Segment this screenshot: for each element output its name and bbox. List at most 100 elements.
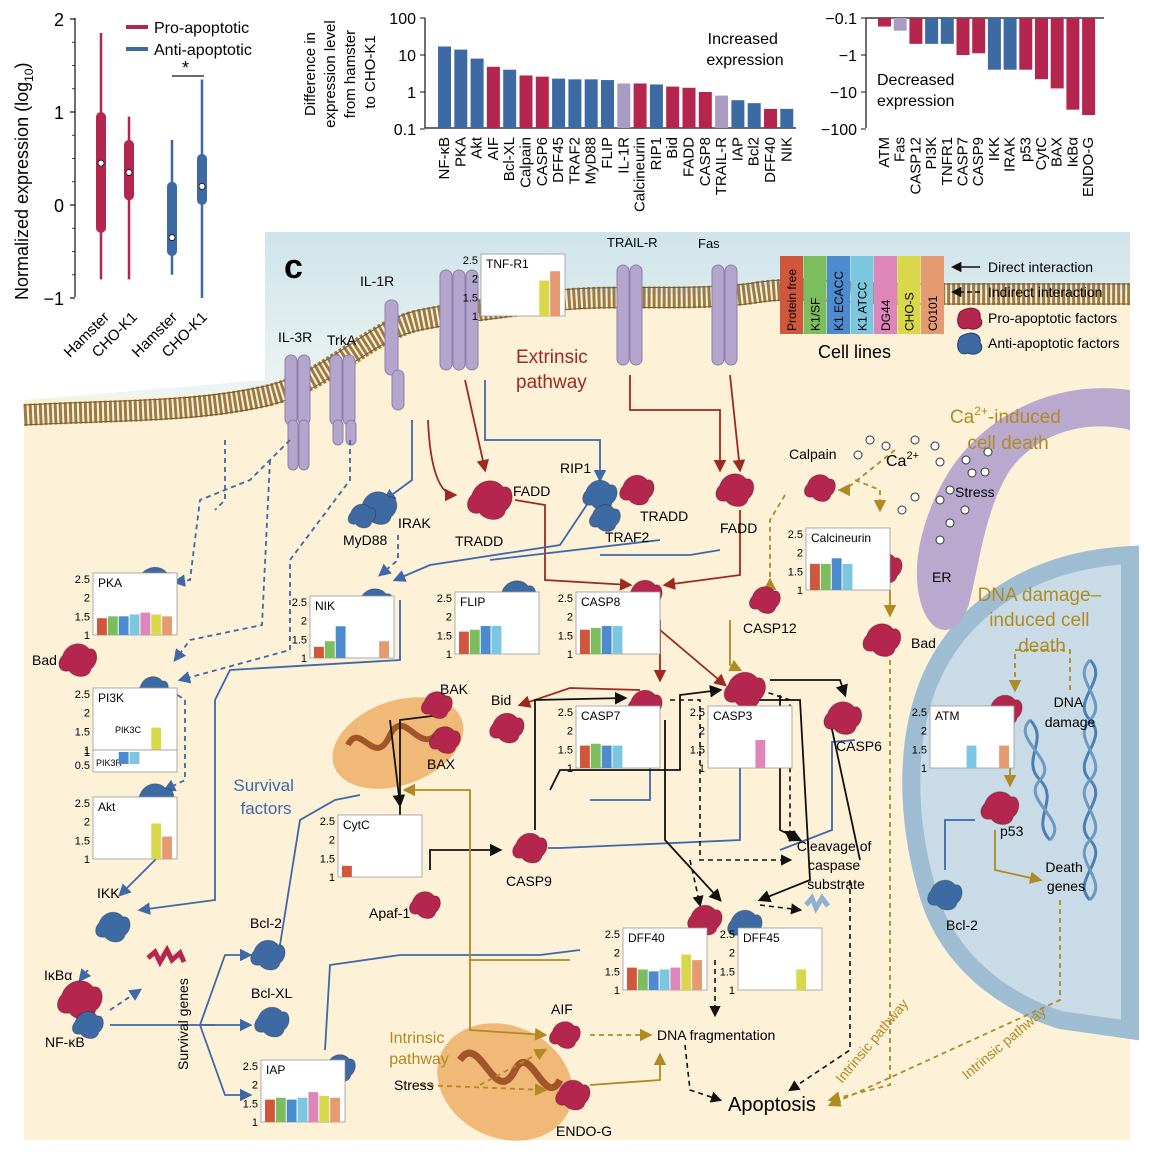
bar-CASP9 bbox=[972, 18, 986, 54]
bar-label: Bcl-XL bbox=[501, 137, 518, 181]
inset-tick: 2 bbox=[921, 726, 927, 738]
extrinsic-pathway-label: Extrinsic pathway bbox=[516, 347, 593, 393]
bar-label: CASP9 bbox=[970, 137, 987, 186]
tnfr1-receptor bbox=[439, 269, 479, 371]
ikk-protein bbox=[95, 911, 131, 943]
inset-bar bbox=[692, 960, 702, 990]
casp6-label: CASP6 bbox=[836, 738, 882, 754]
significance-star: * bbox=[182, 58, 189, 78]
ca-death-title: Ca2+-induced cell death bbox=[950, 404, 1066, 454]
inset-bar bbox=[342, 865, 352, 877]
inset-bar bbox=[670, 967, 681, 990]
inset-bar bbox=[601, 745, 612, 768]
inset-bar bbox=[539, 280, 550, 316]
dna-death-title: DNA damage– induced cell death bbox=[978, 585, 1107, 657]
inset-bar bbox=[151, 614, 162, 635]
inset-title: CASP8 bbox=[581, 595, 621, 609]
bar-CytC bbox=[1035, 18, 1048, 80]
legend-anti-label: Anti-apoptotic bbox=[154, 42, 252, 59]
box-median bbox=[97, 159, 105, 167]
inset-tick: 2 bbox=[84, 817, 90, 829]
cell-line-swatch bbox=[874, 256, 897, 334]
cell-lines-title: Cell lines bbox=[818, 342, 891, 362]
bar-label: MyD88 bbox=[583, 137, 600, 185]
inset-frame bbox=[92, 796, 178, 860]
inset-tick: 1 bbox=[567, 649, 573, 661]
blue-arrows bbox=[78, 380, 975, 1102]
bar-CASP12 bbox=[909, 18, 923, 44]
inset-bar bbox=[590, 627, 601, 654]
tradd-protein bbox=[466, 480, 513, 520]
inset-tick: 1.5 bbox=[720, 966, 735, 978]
y-tick-label: 0 bbox=[54, 196, 64, 216]
bar-ENDO-G bbox=[1082, 18, 1096, 116]
inset-bar bbox=[162, 616, 172, 635]
inset-tick: 2 bbox=[797, 548, 803, 560]
inset-bar bbox=[469, 629, 480, 654]
inset-bar bbox=[796, 969, 807, 990]
dashed-black-arrows bbox=[670, 689, 851, 1103]
tradd-label-right: TRADD bbox=[640, 508, 688, 524]
bar-PI3K bbox=[925, 18, 939, 44]
decreased-title: Decreased expression bbox=[877, 72, 959, 110]
panel-a-legend: Pro-apoptotic Anti-apoptotic bbox=[126, 20, 252, 59]
fadd-label-left: FADD bbox=[513, 483, 550, 499]
anti-apoptotic-legend-label: Anti-apoptotic factors bbox=[988, 335, 1120, 351]
inset-sub-label-2: PIK3R bbox=[96, 758, 123, 768]
anti-apoptotic-icon bbox=[957, 332, 983, 355]
survival-genes-label: Survival genes bbox=[175, 978, 191, 1070]
il1r-receptor bbox=[384, 299, 405, 411]
bar-Akt bbox=[470, 58, 484, 128]
inset-sub-tick: 0.5 bbox=[75, 760, 90, 772]
cell-line-label: CHO-S bbox=[903, 292, 917, 331]
box-median bbox=[168, 234, 176, 241]
inset-bar bbox=[480, 626, 491, 654]
inset-title: ATM bbox=[935, 709, 959, 723]
panel-c-letter: c bbox=[284, 248, 303, 286]
inset-sub-tick: 1 bbox=[84, 747, 90, 759]
inset-bar bbox=[627, 967, 637, 990]
inset-bar bbox=[308, 1092, 319, 1122]
rip1-protein bbox=[582, 479, 618, 511]
bar-label: CASP8 bbox=[697, 137, 714, 186]
bar-label: IL-1R bbox=[615, 137, 632, 174]
bad-label-right: Bad bbox=[911, 635, 936, 651]
apaf1-label: Apaf-1 bbox=[369, 905, 410, 921]
inset-bar bbox=[459, 631, 469, 654]
bar-TRAF2 bbox=[568, 79, 582, 128]
dec-tick-label: −1 bbox=[839, 48, 857, 65]
bid-protein bbox=[489, 712, 525, 744]
inc-tick-label: 100 bbox=[389, 11, 416, 28]
bar-label: NIK bbox=[778, 137, 795, 162]
trka-receptor bbox=[329, 354, 357, 446]
panel-b-bar-charts: Difference in expression level from hams… bbox=[302, 11, 1104, 212]
bar-label: RIP1 bbox=[648, 137, 665, 170]
cell-membrane bbox=[23, 278, 1130, 426]
bar-label: DFF40 bbox=[762, 137, 779, 183]
inset-tick: 1.5 bbox=[75, 726, 90, 738]
inset-tick: 2.5 bbox=[320, 816, 335, 828]
cell-line-swatch bbox=[921, 256, 944, 334]
inc-tick-label: 10 bbox=[398, 48, 416, 65]
inset-tick: 2.5 bbox=[912, 707, 927, 719]
inc-tick-label: 1 bbox=[407, 85, 416, 102]
bar-Bid bbox=[666, 86, 680, 128]
bar-TRAIL-R bbox=[715, 95, 729, 128]
bax-protein bbox=[428, 726, 461, 754]
bar-DFF45 bbox=[552, 78, 566, 128]
box-body bbox=[167, 181, 177, 257]
bar-TNFR1 bbox=[940, 18, 954, 44]
inset-tick: 2 bbox=[301, 616, 307, 628]
cell-line-swatch bbox=[780, 256, 803, 334]
bar-p53 bbox=[1019, 18, 1033, 70]
inset-bar bbox=[151, 823, 162, 859]
survival-factors-label: Survival factors bbox=[233, 776, 298, 818]
calpain-protein bbox=[803, 474, 836, 502]
cell-line-label: K1 ATCC bbox=[856, 282, 870, 331]
inset-bar bbox=[842, 563, 853, 590]
bar-label: Bcl2 bbox=[746, 137, 763, 166]
brown-arrows bbox=[427, 374, 746, 708]
